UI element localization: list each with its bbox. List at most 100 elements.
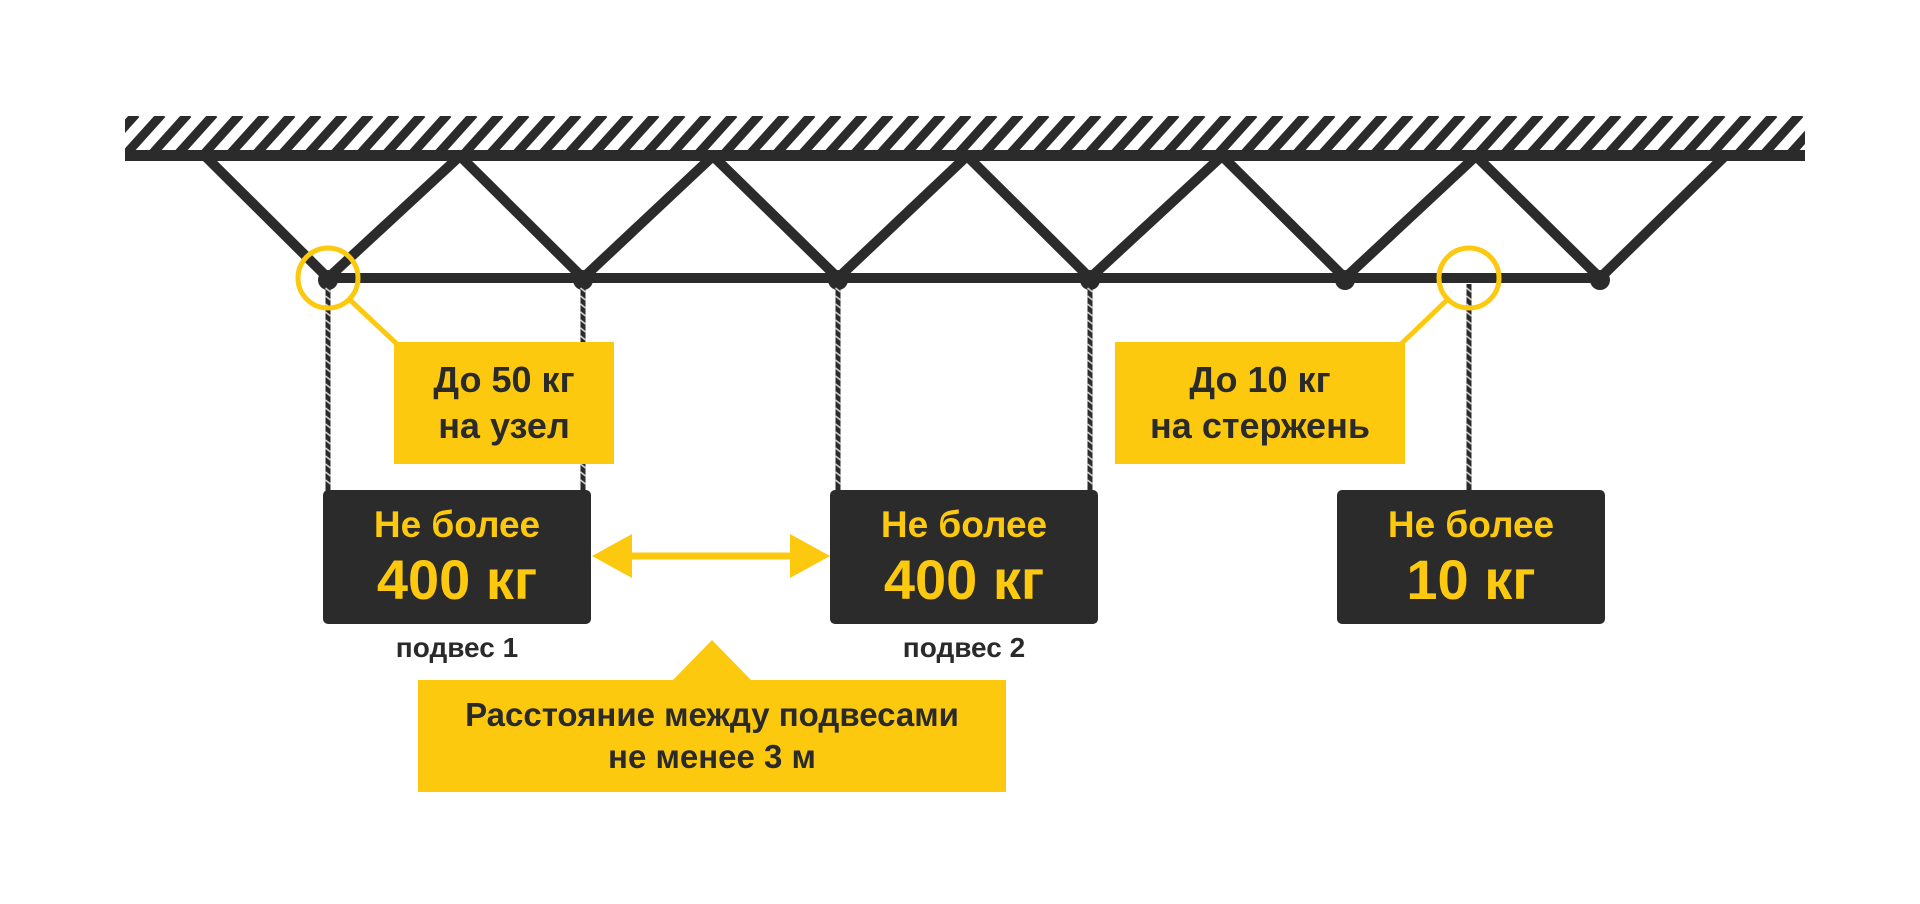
hatch-stroke	[876, 116, 920, 152]
truss-node	[1590, 270, 1610, 290]
load-box-3: Не более 10 кг	[1337, 490, 1605, 624]
hanging-cable	[1466, 284, 1472, 492]
hatch-stroke	[1578, 116, 1622, 152]
load-box-3-label: Не более	[1387, 504, 1555, 545]
hatch-stroke	[980, 116, 1024, 152]
truss-node	[573, 270, 593, 290]
node-capacity-line2: на узел	[438, 405, 570, 446]
truss-diagonal	[578, 151, 718, 283]
truss-node	[1335, 270, 1355, 290]
hatch-stroke	[200, 116, 244, 152]
hatch-stroke	[1396, 116, 1440, 152]
hatch-stroke	[1162, 116, 1206, 152]
truss-diagonal	[1471, 151, 1605, 283]
hatch-stroke	[1110, 116, 1154, 152]
hanging-cable	[325, 284, 331, 492]
hatch-stroke	[1474, 116, 1518, 152]
distance-callout: Расстояние между подвесами не менее 3 м	[418, 680, 1006, 792]
hatch-stroke	[1214, 116, 1258, 152]
truss-diagonal	[455, 151, 588, 283]
load-box-3-value: 10 кг	[1406, 548, 1536, 611]
load-box-1: Не более 400 кг	[323, 490, 591, 624]
truss-diagonal	[833, 151, 972, 283]
hatch-stroke	[1084, 116, 1128, 152]
hatch-stroke	[460, 116, 504, 152]
node-capacity-callout: До 50 кг на узел	[394, 342, 614, 464]
hatch-stroke	[174, 116, 218, 152]
hatch-stroke	[642, 116, 686, 152]
load-box-1-label: Не более	[373, 504, 541, 545]
rod-capacity-line1: До 10 кг	[1189, 358, 1331, 400]
hatch-stroke	[1786, 130, 1805, 152]
truss-diagonal	[1085, 151, 1227, 283]
hatch-stroke	[434, 116, 478, 152]
hatch-stroke	[1032, 116, 1076, 152]
hatch-stroke	[1734, 116, 1778, 152]
hatch-stroke	[148, 116, 192, 152]
hatch-stroke	[1292, 116, 1336, 152]
hatch-stroke	[772, 116, 816, 152]
node-leader-line	[348, 298, 400, 347]
hatch-stroke	[694, 116, 738, 152]
hatch-stroke	[1058, 116, 1102, 152]
hatch-stroke	[1816, 114, 1852, 154]
hatch-stroke	[1630, 116, 1674, 152]
hatch-stroke	[125, 116, 166, 152]
truss-diagonal	[1595, 151, 1730, 283]
hatch-stroke	[1656, 116, 1700, 152]
truss-diagonals	[200, 151, 1730, 283]
truss-diagonal	[200, 151, 333, 283]
rod-capacity-callout: До 10 кг на стержень	[1115, 342, 1405, 464]
distance-line1: Расстояние между подвесами	[465, 695, 959, 733]
truss-node	[1080, 270, 1100, 290]
distance-arrow	[592, 534, 830, 578]
load-box-1-value: 400 кг	[376, 548, 538, 611]
hatch-stroke	[538, 116, 582, 152]
load-box-2-label: Не более	[880, 504, 1048, 545]
hatch-stroke	[1370, 116, 1414, 152]
hatch-stroke	[590, 116, 634, 152]
hatch-stroke	[616, 116, 660, 152]
hatch-stroke	[278, 116, 322, 152]
load-box-2-value: 400 кг	[883, 548, 1045, 611]
truss-node	[318, 270, 338, 290]
hatch-stroke	[1422, 116, 1466, 152]
rod-capacity-line2: на стержень	[1150, 405, 1370, 446]
hatch-stroke	[226, 116, 270, 152]
hatch-stroke	[798, 116, 842, 152]
distance-callout-pointer	[672, 640, 752, 681]
hatch-stroke	[1448, 116, 1492, 152]
truss-diagonal	[1340, 151, 1481, 283]
hatch-stroke	[356, 116, 400, 152]
truss-diagonal	[1217, 151, 1350, 283]
hatch-stroke	[1188, 116, 1232, 152]
hatch-stroke	[928, 116, 972, 152]
hatch-stroke	[902, 116, 946, 152]
truss-diagonal	[708, 151, 843, 283]
hatch-stroke	[1266, 116, 1310, 152]
hatch-stroke	[252, 116, 296, 152]
truss-diagonal	[323, 151, 465, 283]
hatch-stroke	[1006, 116, 1050, 152]
rod-highlight-circle	[1436, 245, 1502, 311]
hatch-stroke	[330, 116, 374, 152]
hatch-stroke	[668, 116, 712, 152]
truss-node	[828, 270, 848, 290]
hanger-1-caption: подвес 1	[395, 632, 519, 663]
truss-diagonal	[962, 151, 1095, 283]
hatch-stroke	[1708, 116, 1752, 152]
hatch-stroke	[720, 116, 764, 152]
distance-line2: не менее 3 м	[608, 738, 816, 775]
hatch-stroke	[382, 116, 426, 152]
hatch-stroke	[1240, 116, 1284, 152]
hatch-stroke	[1760, 116, 1804, 152]
load-box-2: Не более 400 кг	[830, 490, 1098, 624]
hanger-2-caption: подвес 2	[902, 632, 1026, 663]
hatch-stroke	[304, 116, 348, 152]
hatch-stroke	[486, 116, 530, 152]
hatch-stroke	[1552, 116, 1596, 152]
truss-nodes	[318, 270, 1610, 290]
hatch-stroke	[1526, 116, 1570, 152]
hatch-stroke	[746, 116, 790, 152]
